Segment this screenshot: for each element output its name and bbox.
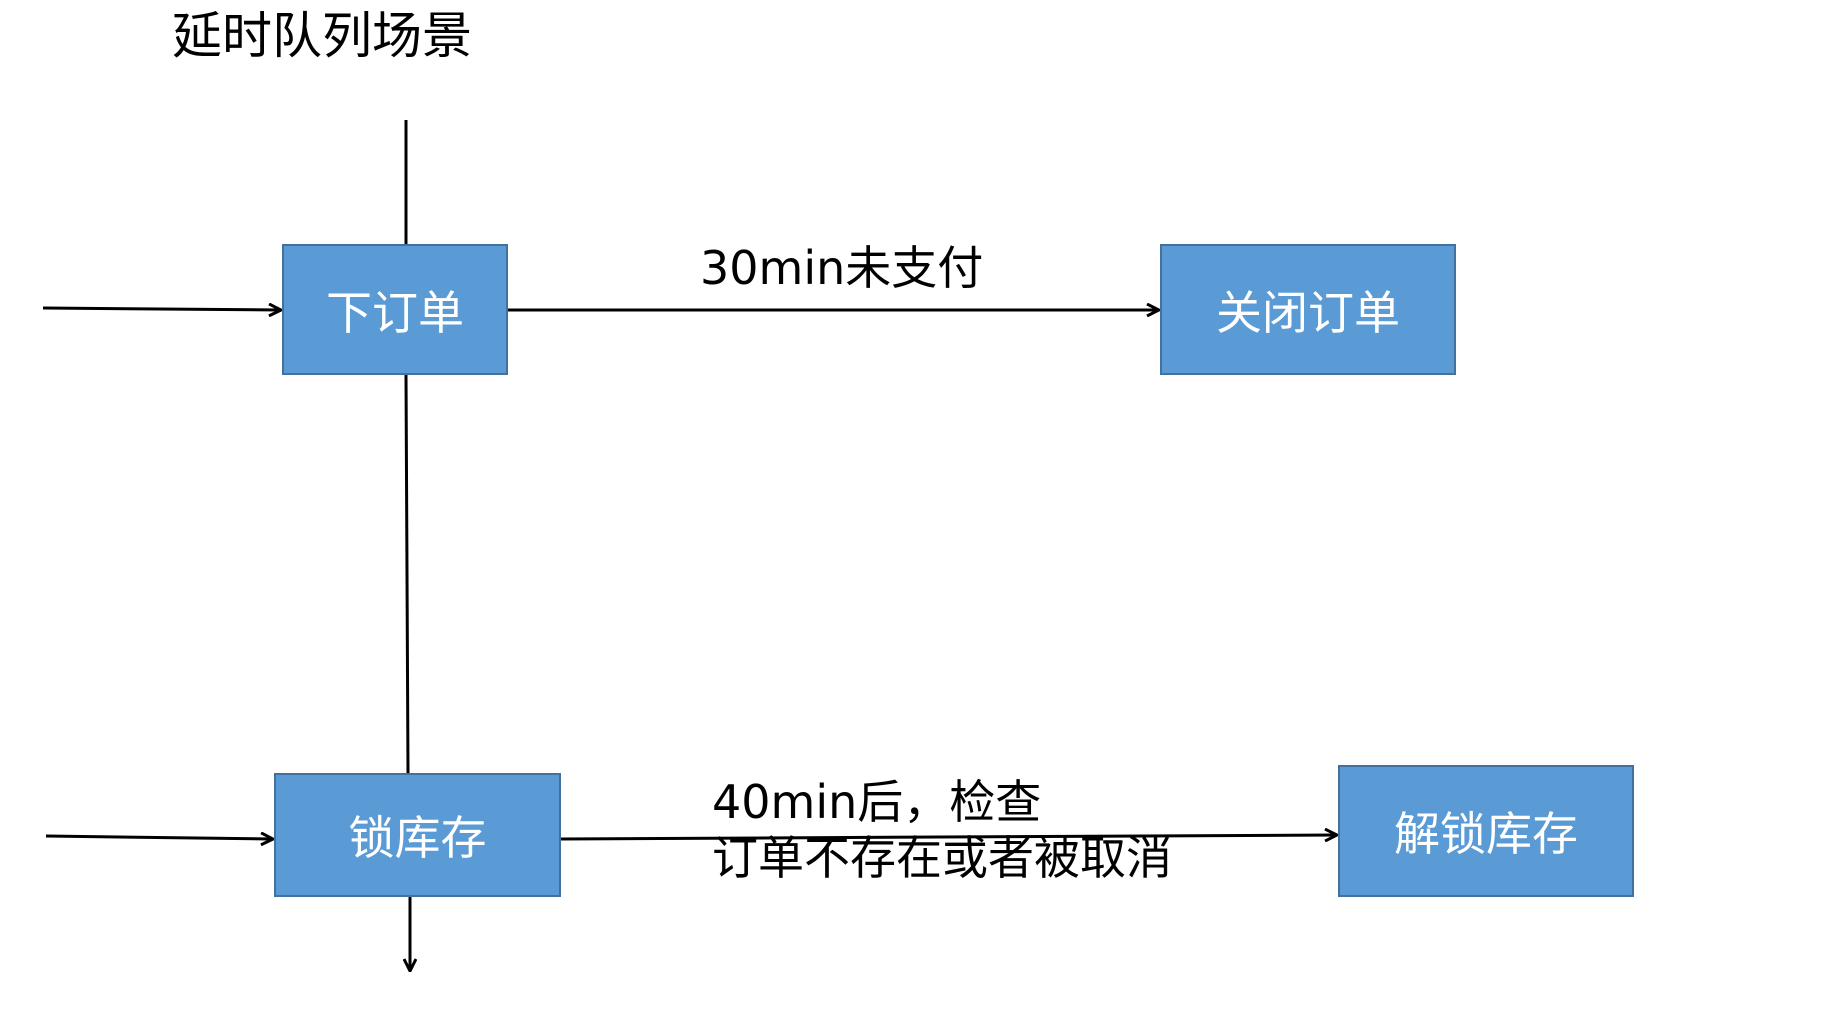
arrow-into-lock-stock: [45, 836, 272, 839]
edge-label-40min-line1: 40min后，检查: [712, 775, 1042, 829]
diagram-title: 延时队列场景: [172, 7, 472, 65]
node-lock-stock-label: 锁库存: [348, 811, 487, 865]
edge-label-30min: 30min未支付: [700, 241, 984, 295]
node-close-order: 关闭订单: [1160, 244, 1456, 375]
node-place-order-label: 下订单: [326, 285, 464, 340]
edge-label-40min-line2: 订单不存在或者被取消: [712, 831, 1172, 885]
node-close-order-label: 关闭订单: [1216, 285, 1400, 340]
arrow-lock-to-unlock: [560, 835, 1336, 839]
node-unlock-stock: 解锁库存: [1338, 765, 1634, 897]
arrow-into-place-order: [42, 308, 280, 310]
node-place-order: 下订单: [282, 244, 508, 375]
edge-label-40min: 40min后，检查 订单不存在或者被取消: [712, 774, 1172, 886]
vertical-line-middle: [404, 374, 410, 774]
node-unlock-stock-label: 解锁库存: [1394, 807, 1578, 861]
node-lock-stock: 锁库存: [274, 773, 561, 897]
